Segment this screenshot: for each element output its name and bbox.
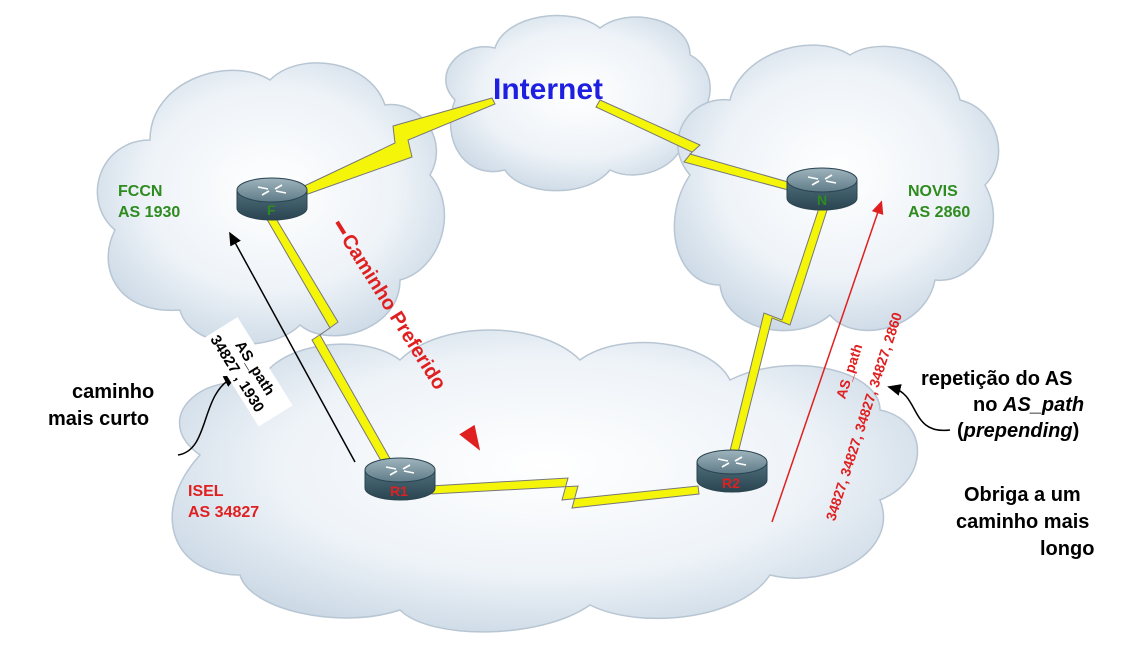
repeat-note-line2: no AS_path bbox=[973, 394, 1084, 416]
internet-label: Internet bbox=[493, 73, 603, 106]
longer-note-line1: Obriga a um bbox=[964, 484, 1081, 506]
router-r2-label: R2 bbox=[722, 475, 740, 491]
repeat-note-prepending: prepending bbox=[963, 420, 1073, 442]
router-n-label: N bbox=[817, 192, 827, 208]
shortest-note-arrow bbox=[177, 375, 238, 456]
repeat-note-close: ) bbox=[1073, 420, 1080, 442]
repeat-note-line1: repetição do AS bbox=[921, 368, 1073, 390]
internet-cloud bbox=[445, 14, 711, 192]
repeat-note-no: no bbox=[973, 394, 1003, 416]
longer-note-line3: longo bbox=[1040, 538, 1094, 560]
fccn-name: FCCN bbox=[118, 183, 162, 200]
novis-name: NOVIS bbox=[908, 183, 958, 200]
prepending-note-arrow bbox=[887, 384, 951, 432]
novis-as: AS 2860 bbox=[908, 204, 970, 221]
repeat-note-open: ( bbox=[957, 420, 964, 442]
router-r1-label: R1 bbox=[390, 483, 408, 499]
repeat-note-line3: (prepending) bbox=[957, 420, 1079, 442]
router-r2: R2 bbox=[696, 449, 768, 493]
shortest-note-line1: caminho bbox=[72, 381, 154, 403]
isel-as: AS 34827 bbox=[188, 504, 259, 521]
fccn-as: AS 1930 bbox=[118, 204, 180, 221]
router-r1: R1 bbox=[364, 457, 436, 501]
shortest-note-line2: mais curto bbox=[48, 408, 149, 430]
router-f: F bbox=[236, 177, 308, 221]
longer-note-line2: caminho mais bbox=[956, 511, 1089, 533]
link-r1-r2 bbox=[429, 477, 700, 509]
router-n: N bbox=[786, 167, 858, 211]
repeat-note-aspath: AS_path bbox=[1002, 394, 1084, 416]
serial-links bbox=[264, 97, 829, 509]
prepending-arrow bbox=[771, 200, 884, 523]
link-f-internet bbox=[299, 97, 496, 196]
isel-name: ISEL bbox=[188, 483, 224, 500]
router-f-label: F bbox=[267, 202, 276, 218]
shortest-path-arrow bbox=[229, 231, 356, 463]
